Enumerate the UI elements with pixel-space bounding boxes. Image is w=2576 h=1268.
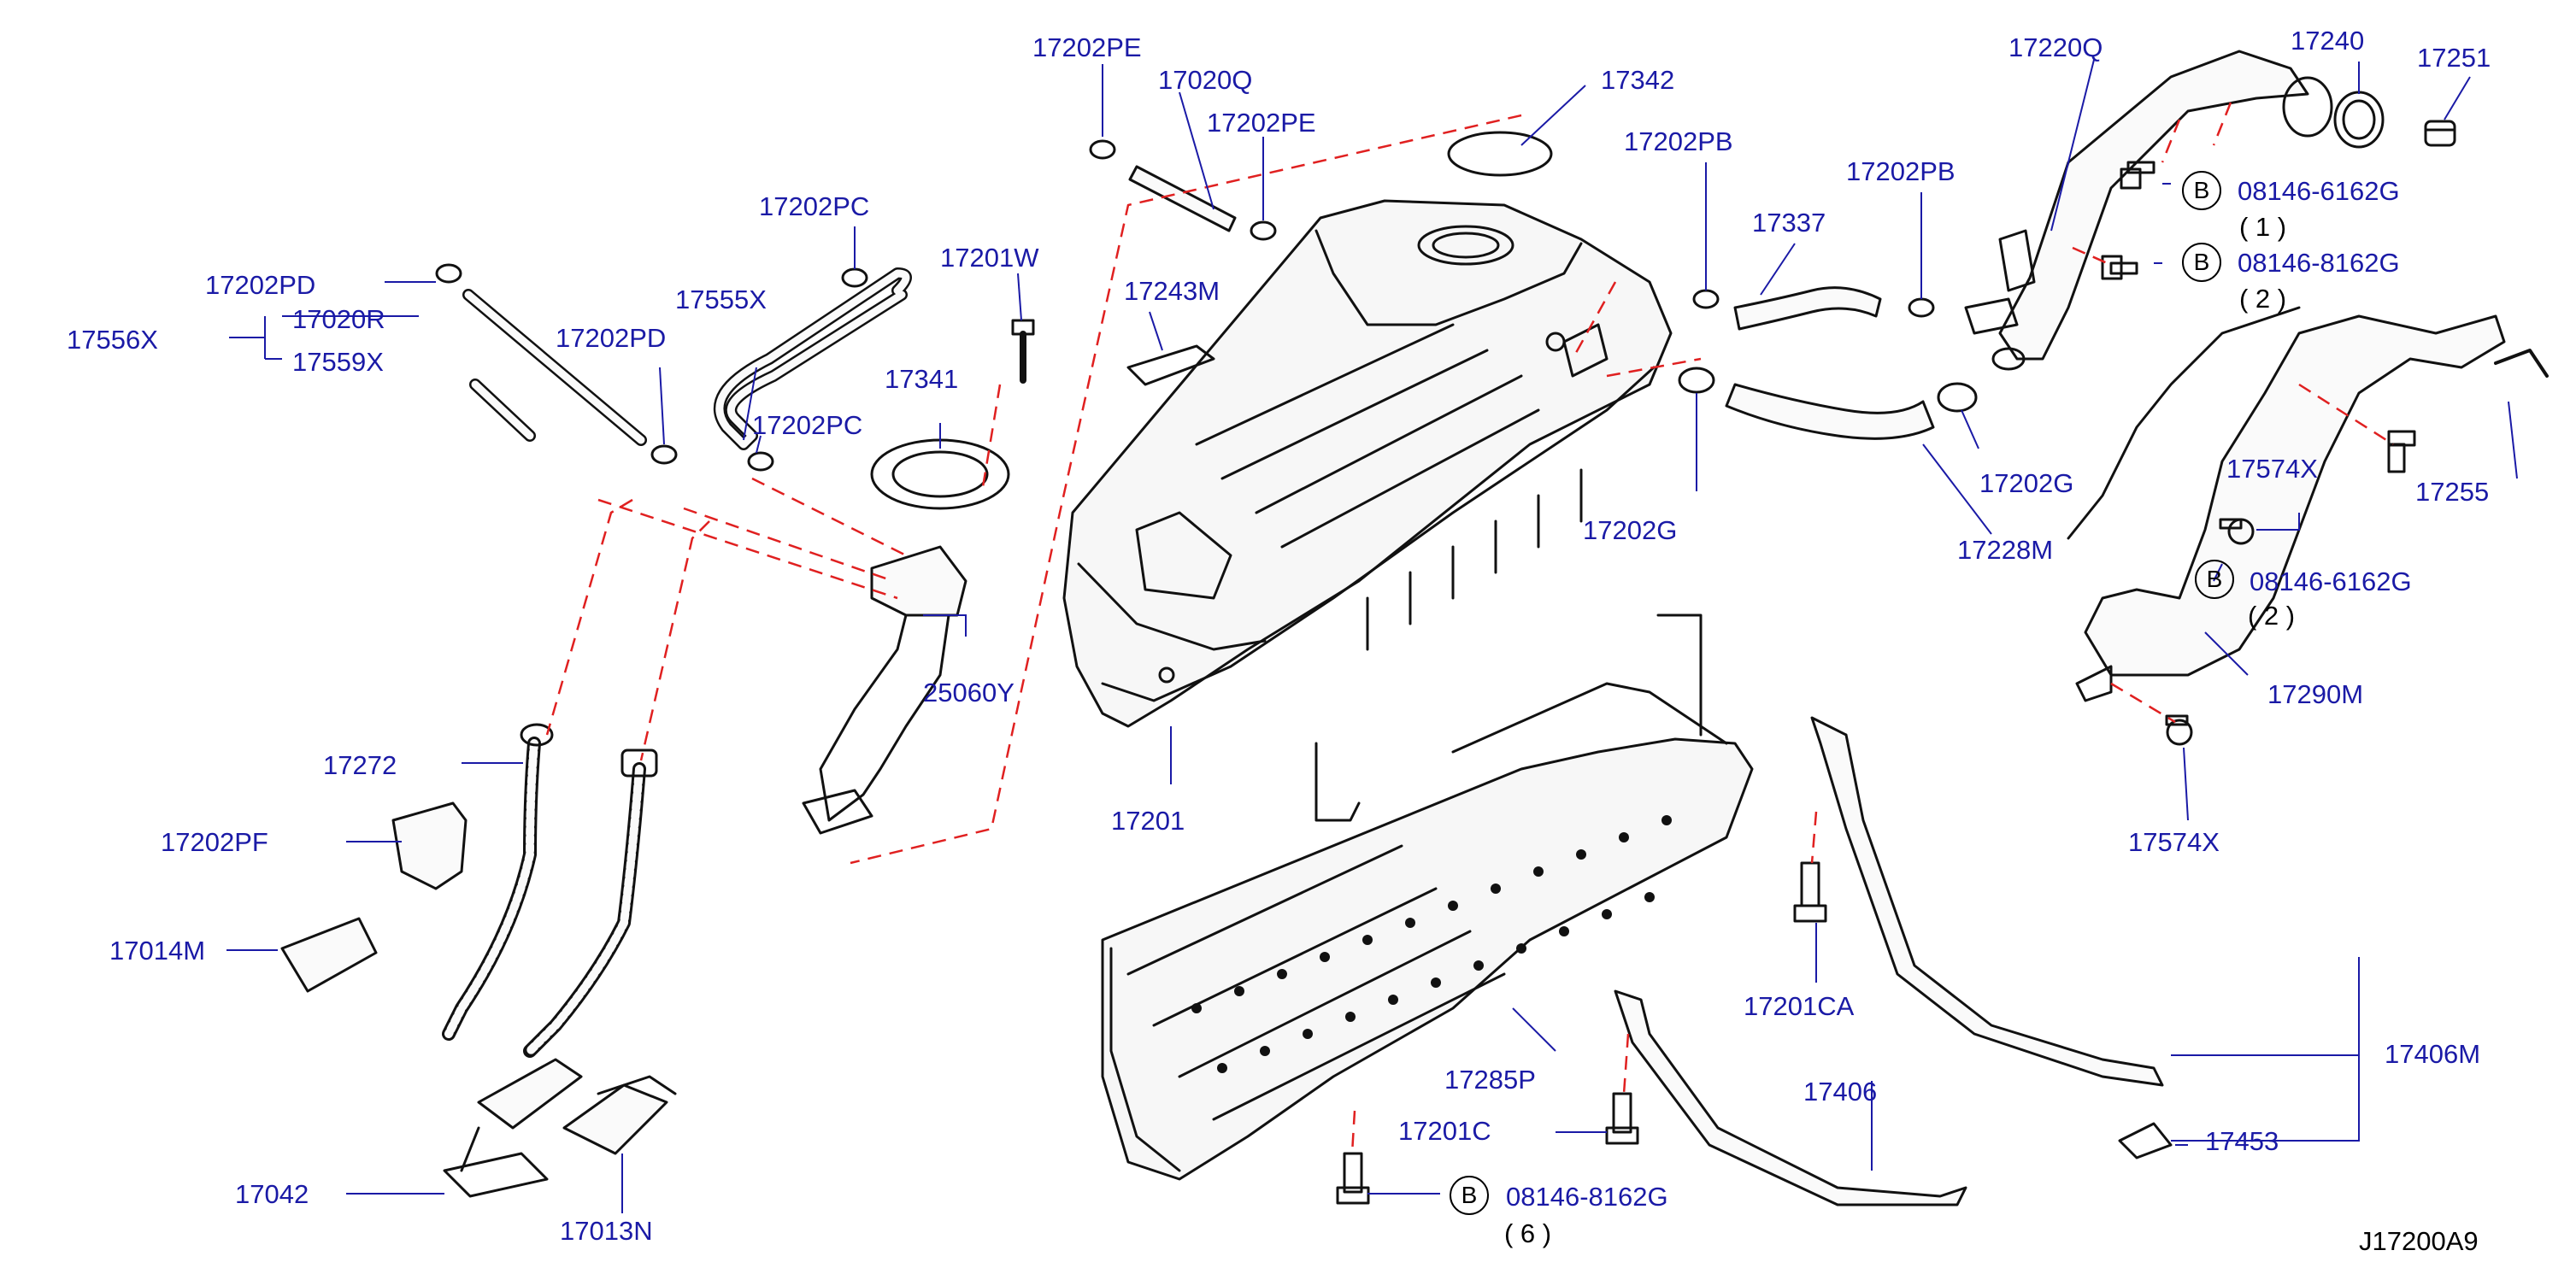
filler-cap-17251[interactable] <box>2424 120 2456 147</box>
bolt-code-3[interactable]: 08146-6162G <box>2250 566 2412 596</box>
label-17556X[interactable]: 17556X <box>67 325 158 355</box>
label-17202PD-a[interactable]: 17202PD <box>205 270 316 300</box>
label-17220Q[interactable]: 17220Q <box>2008 32 2103 62</box>
label-17290M[interactable]: 17290M <box>2267 679 2364 709</box>
assembly-lines <box>545 102 2394 1154</box>
label-17255[interactable]: 17255 <box>2415 477 2490 507</box>
bolt-08146-8162G-top[interactable] <box>2101 255 2138 280</box>
clamp-17202PB-a[interactable] <box>1692 289 1720 309</box>
label-17202G-b[interactable]: 17202G <box>1979 468 2074 498</box>
label-17020R[interactable]: 17020R <box>292 304 385 334</box>
bolt-b-circle-1: B <box>2182 171 2221 210</box>
hose-17020R[interactable] <box>462 289 647 446</box>
bolt-code-4[interactable]: 08146-8162G <box>1506 1182 1668 1212</box>
label-17337[interactable]: 17337 <box>1752 208 1826 238</box>
bolt-qty-3: ( 2 ) <box>2248 601 2296 631</box>
bolt-code-2[interactable]: 08146-8162G <box>2238 248 2400 278</box>
label-17202G-a[interactable]: 17202G <box>1583 515 1678 545</box>
fuel-tank-17201[interactable] <box>1062 199 1673 728</box>
fuel-pump-17042[interactable] <box>443 1058 583 1198</box>
bolt-qty-4: ( 6 ) <box>1504 1218 1552 1248</box>
label-17014M[interactable]: 17014M <box>109 936 206 966</box>
hose-17555X[interactable] <box>713 267 912 450</box>
filter-17014M[interactable] <box>280 917 378 993</box>
label-17202PC-b[interactable]: 17202PC <box>752 410 863 440</box>
hose-17020Q[interactable] <box>1128 165 1237 232</box>
label-17020Q[interactable]: 17020Q <box>1158 65 1253 95</box>
tank-strap-17406[interactable] <box>1614 989 1967 1206</box>
label-17202PE-a[interactable]: 17202PE <box>1032 32 1142 62</box>
label-17201C[interactable]: 17201C <box>1398 1116 1491 1146</box>
label-17251[interactable]: 17251 <box>2417 43 2491 73</box>
label-17453[interactable]: 17453 <box>2205 1126 2279 1156</box>
bolt-08146-6162G-top[interactable] <box>2120 161 2155 190</box>
vent-hose-17272[interactable] <box>442 723 554 1041</box>
bolt-b-circle-4: B <box>1450 1176 1489 1215</box>
bolt-08146-6162G-right[interactable] <box>2387 430 2416 473</box>
sleeve-17559X[interactable] <box>469 379 536 442</box>
label-17202PB-b[interactable]: 17202PB <box>1846 156 1956 186</box>
clamp-17202PC-b[interactable] <box>747 451 774 472</box>
clamp-17202PB-b[interactable] <box>1908 297 1935 318</box>
label-17272[interactable]: 17272 <box>323 750 397 780</box>
label-17202PB-a[interactable]: 17202PB <box>1624 126 1733 156</box>
corrugated-hose[interactable] <box>523 748 658 1058</box>
label-17202PE-b[interactable]: 17202PE <box>1207 108 1316 138</box>
bolt-code-1[interactable]: 08146-6162G <box>2238 176 2400 206</box>
label-17406[interactable]: 17406 <box>1803 1077 1878 1107</box>
hose-17337[interactable] <box>1733 286 1882 331</box>
clip-17574X-a[interactable] <box>2219 518 2255 545</box>
bolt-17201CA[interactable] <box>1793 861 1827 923</box>
bolt-b-circle-3: B <box>2195 560 2234 599</box>
label-17555X[interactable]: 17555X <box>675 285 767 314</box>
clamp-17202PC-a[interactable] <box>841 267 868 288</box>
label-17574X-a[interactable]: 17574X <box>2226 454 2318 484</box>
diagram-code: J17200A9 <box>2359 1226 2479 1256</box>
label-17341[interactable]: 17341 <box>885 364 959 394</box>
label-17406M[interactable]: 17406M <box>2385 1039 2481 1069</box>
bracket-17013N[interactable] <box>562 1075 677 1155</box>
label-17285P[interactable]: 17285P <box>1444 1065 1536 1095</box>
label-17228M[interactable]: 17228M <box>1957 535 2054 565</box>
label-17243M[interactable]: 17243M <box>1124 276 1220 306</box>
label-17240[interactable]: 17240 <box>2291 26 2365 56</box>
filler-protector-17290M[interactable] <box>2067 306 2506 702</box>
label-17202PF[interactable]: 17202PF <box>161 827 268 857</box>
filler-pipe-17220Q[interactable] <box>1964 50 2309 371</box>
bolt-08146-8162G-bottom[interactable] <box>1336 1152 1370 1205</box>
label-17574X-b[interactable]: 17574X <box>2128 827 2220 857</box>
pad-17243M[interactable] <box>1126 344 1215 386</box>
bolt-17201W[interactable] <box>1011 319 1035 384</box>
label-17201W[interactable]: 17201W <box>940 243 1039 273</box>
bolt-qty-2: ( 2 ) <box>2239 284 2287 314</box>
label-25060Y[interactable]: 25060Y <box>923 678 1015 707</box>
bolt-17201C[interactable] <box>1605 1092 1639 1145</box>
bolt-b-circle-2: B <box>2182 243 2221 282</box>
tank-protector-17285P[interactable] <box>1101 613 1754 1181</box>
label-17013N[interactable]: 17013N <box>560 1216 653 1246</box>
clamp-17202PE-a[interactable] <box>1089 139 1116 160</box>
bracket-17453[interactable] <box>2118 1122 2173 1159</box>
clamp-17202PE-b[interactable] <box>1250 220 1277 241</box>
bolt-qty-1: ( 1 ) <box>2239 212 2287 242</box>
label-17202PD-b[interactable]: 17202PD <box>556 323 667 353</box>
tank-strap-17406M[interactable] <box>1810 716 2164 1087</box>
clip-17574X-b[interactable] <box>2165 714 2193 746</box>
clip-17255[interactable] <box>2494 349 2549 378</box>
label-17042[interactable]: 17042 <box>235 1179 309 1209</box>
clamp-17202G-b[interactable] <box>1937 382 1978 413</box>
label-17201CA[interactable]: 17201CA <box>1744 991 1855 1021</box>
label-17202PC-a[interactable]: 17202PC <box>759 191 870 221</box>
clamp-17202PD-b[interactable] <box>650 444 678 465</box>
label-17201[interactable]: 17201 <box>1111 806 1185 836</box>
label-17559X[interactable]: 17559X <box>292 347 384 377</box>
hose-17228M[interactable] <box>1725 383 1935 440</box>
gasket-17342[interactable] <box>1447 131 1553 177</box>
clip-17202PF[interactable] <box>391 801 468 890</box>
label-17342[interactable]: 17342 <box>1601 65 1675 95</box>
clamp-17202PD-a[interactable] <box>435 263 462 284</box>
clamp-17202G-a[interactable] <box>1678 367 1715 394</box>
